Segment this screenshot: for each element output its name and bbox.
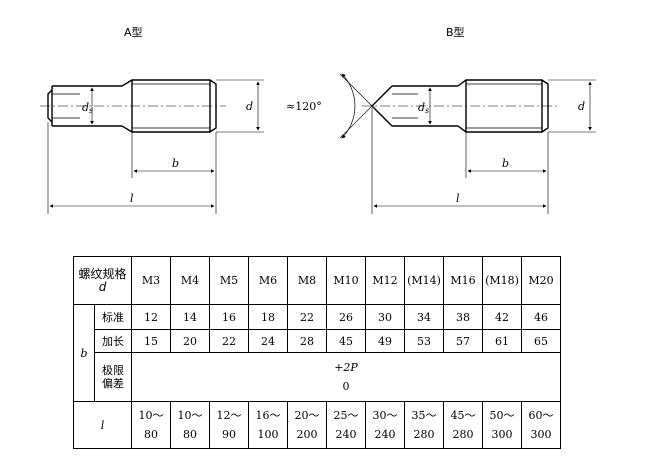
dim-ds-label: ds (82, 101, 93, 115)
type-a-view: A型 ds d (40, 25, 264, 214)
standard-label: 标准 (94, 304, 132, 330)
type-b-label: B型 (446, 25, 465, 39)
extended-label: 加长 (94, 329, 132, 353)
l-range-cell: 30～240 (365, 401, 405, 449)
size-cell: M8 (287, 256, 327, 305)
b-row-label: b (73, 304, 95, 402)
l-range-cell: 60～300 (521, 401, 561, 449)
table-cell: 14 (170, 304, 210, 330)
l-range-cell: 35～280 (404, 401, 444, 449)
l-range-cell: 50～300 (482, 401, 522, 449)
tolerance-label: 极限 偏差 (94, 352, 132, 402)
dim-l-label-b: l (456, 192, 460, 205)
l-range-cell: 10～80 (170, 401, 210, 449)
l-range-cell: 12～90 (209, 401, 249, 449)
l-range-cell: 25～240 (326, 401, 366, 449)
table-cell: 28 (287, 329, 327, 353)
table-cell: 20 (170, 329, 210, 353)
table-cell: 61 (482, 329, 522, 353)
table-cell: 49 (365, 329, 405, 353)
stud-bolt-drawing: A型 ds d (40, 25, 596, 214)
size-cell: M16 (443, 256, 483, 305)
tolerance-lower: 0 (342, 380, 350, 393)
table-cell: 42 (482, 304, 522, 330)
size-cell: M3 (131, 256, 171, 305)
table-cell: 45 (326, 329, 366, 353)
table-cell: 26 (326, 304, 366, 330)
size-cell: M20 (521, 256, 561, 305)
stud-spec-table: 螺纹规格 d M3 M4 M5 M6 M8 M10 M12 (M14) M16 … (73, 256, 561, 449)
table-cell: 46 (521, 304, 561, 330)
size-cell: (M14) (404, 256, 444, 305)
size-cell: M12 (365, 256, 405, 305)
table-cell: 16 (209, 304, 249, 330)
table-cell: 12 (131, 304, 171, 330)
tolerance-value: +2P 0 (131, 352, 561, 402)
table-cell: 22 (209, 329, 249, 353)
table-cell: 34 (404, 304, 444, 330)
type-a-label: A型 (124, 25, 143, 39)
tolerance-upper: +2P (334, 361, 358, 374)
l-range-cell: 45～280 (443, 401, 483, 449)
l-range-cell: 16～100 (248, 401, 288, 449)
dim-ds-label-b: ds (418, 101, 429, 115)
size-cell: M6 (248, 256, 288, 305)
dim-d-label-a: d (246, 100, 253, 113)
l-range-cell: 20～200 (287, 401, 327, 449)
table-cell: 15 (131, 329, 171, 353)
size-cell: M4 (170, 256, 210, 305)
dim-l-label-a: l (130, 192, 134, 205)
size-cell: M5 (209, 256, 249, 305)
table-cell: 24 (248, 329, 288, 353)
dim-b-label-b: b (502, 157, 509, 170)
table-cell: 65 (521, 329, 561, 353)
angle-label: ≈120° (286, 100, 322, 113)
table-cell: 30 (365, 304, 405, 330)
table-cell: 18 (248, 304, 288, 330)
size-cell: M10 (326, 256, 366, 305)
table-cell: 57 (443, 329, 483, 353)
l-range-cell: 10～80 (131, 401, 171, 449)
dim-b-label-a: b (172, 157, 179, 170)
thread-spec-header: 螺纹规格 d (73, 256, 132, 305)
size-cell: (M18) (482, 256, 522, 305)
table-cell: 53 (404, 329, 444, 353)
table-cell: 38 (443, 304, 483, 330)
type-b-view: B型 ≈120° ds d (286, 25, 596, 214)
dim-d-label-b: d (578, 100, 585, 113)
l-row-label: l (73, 401, 132, 449)
table-cell: 22 (287, 304, 327, 330)
